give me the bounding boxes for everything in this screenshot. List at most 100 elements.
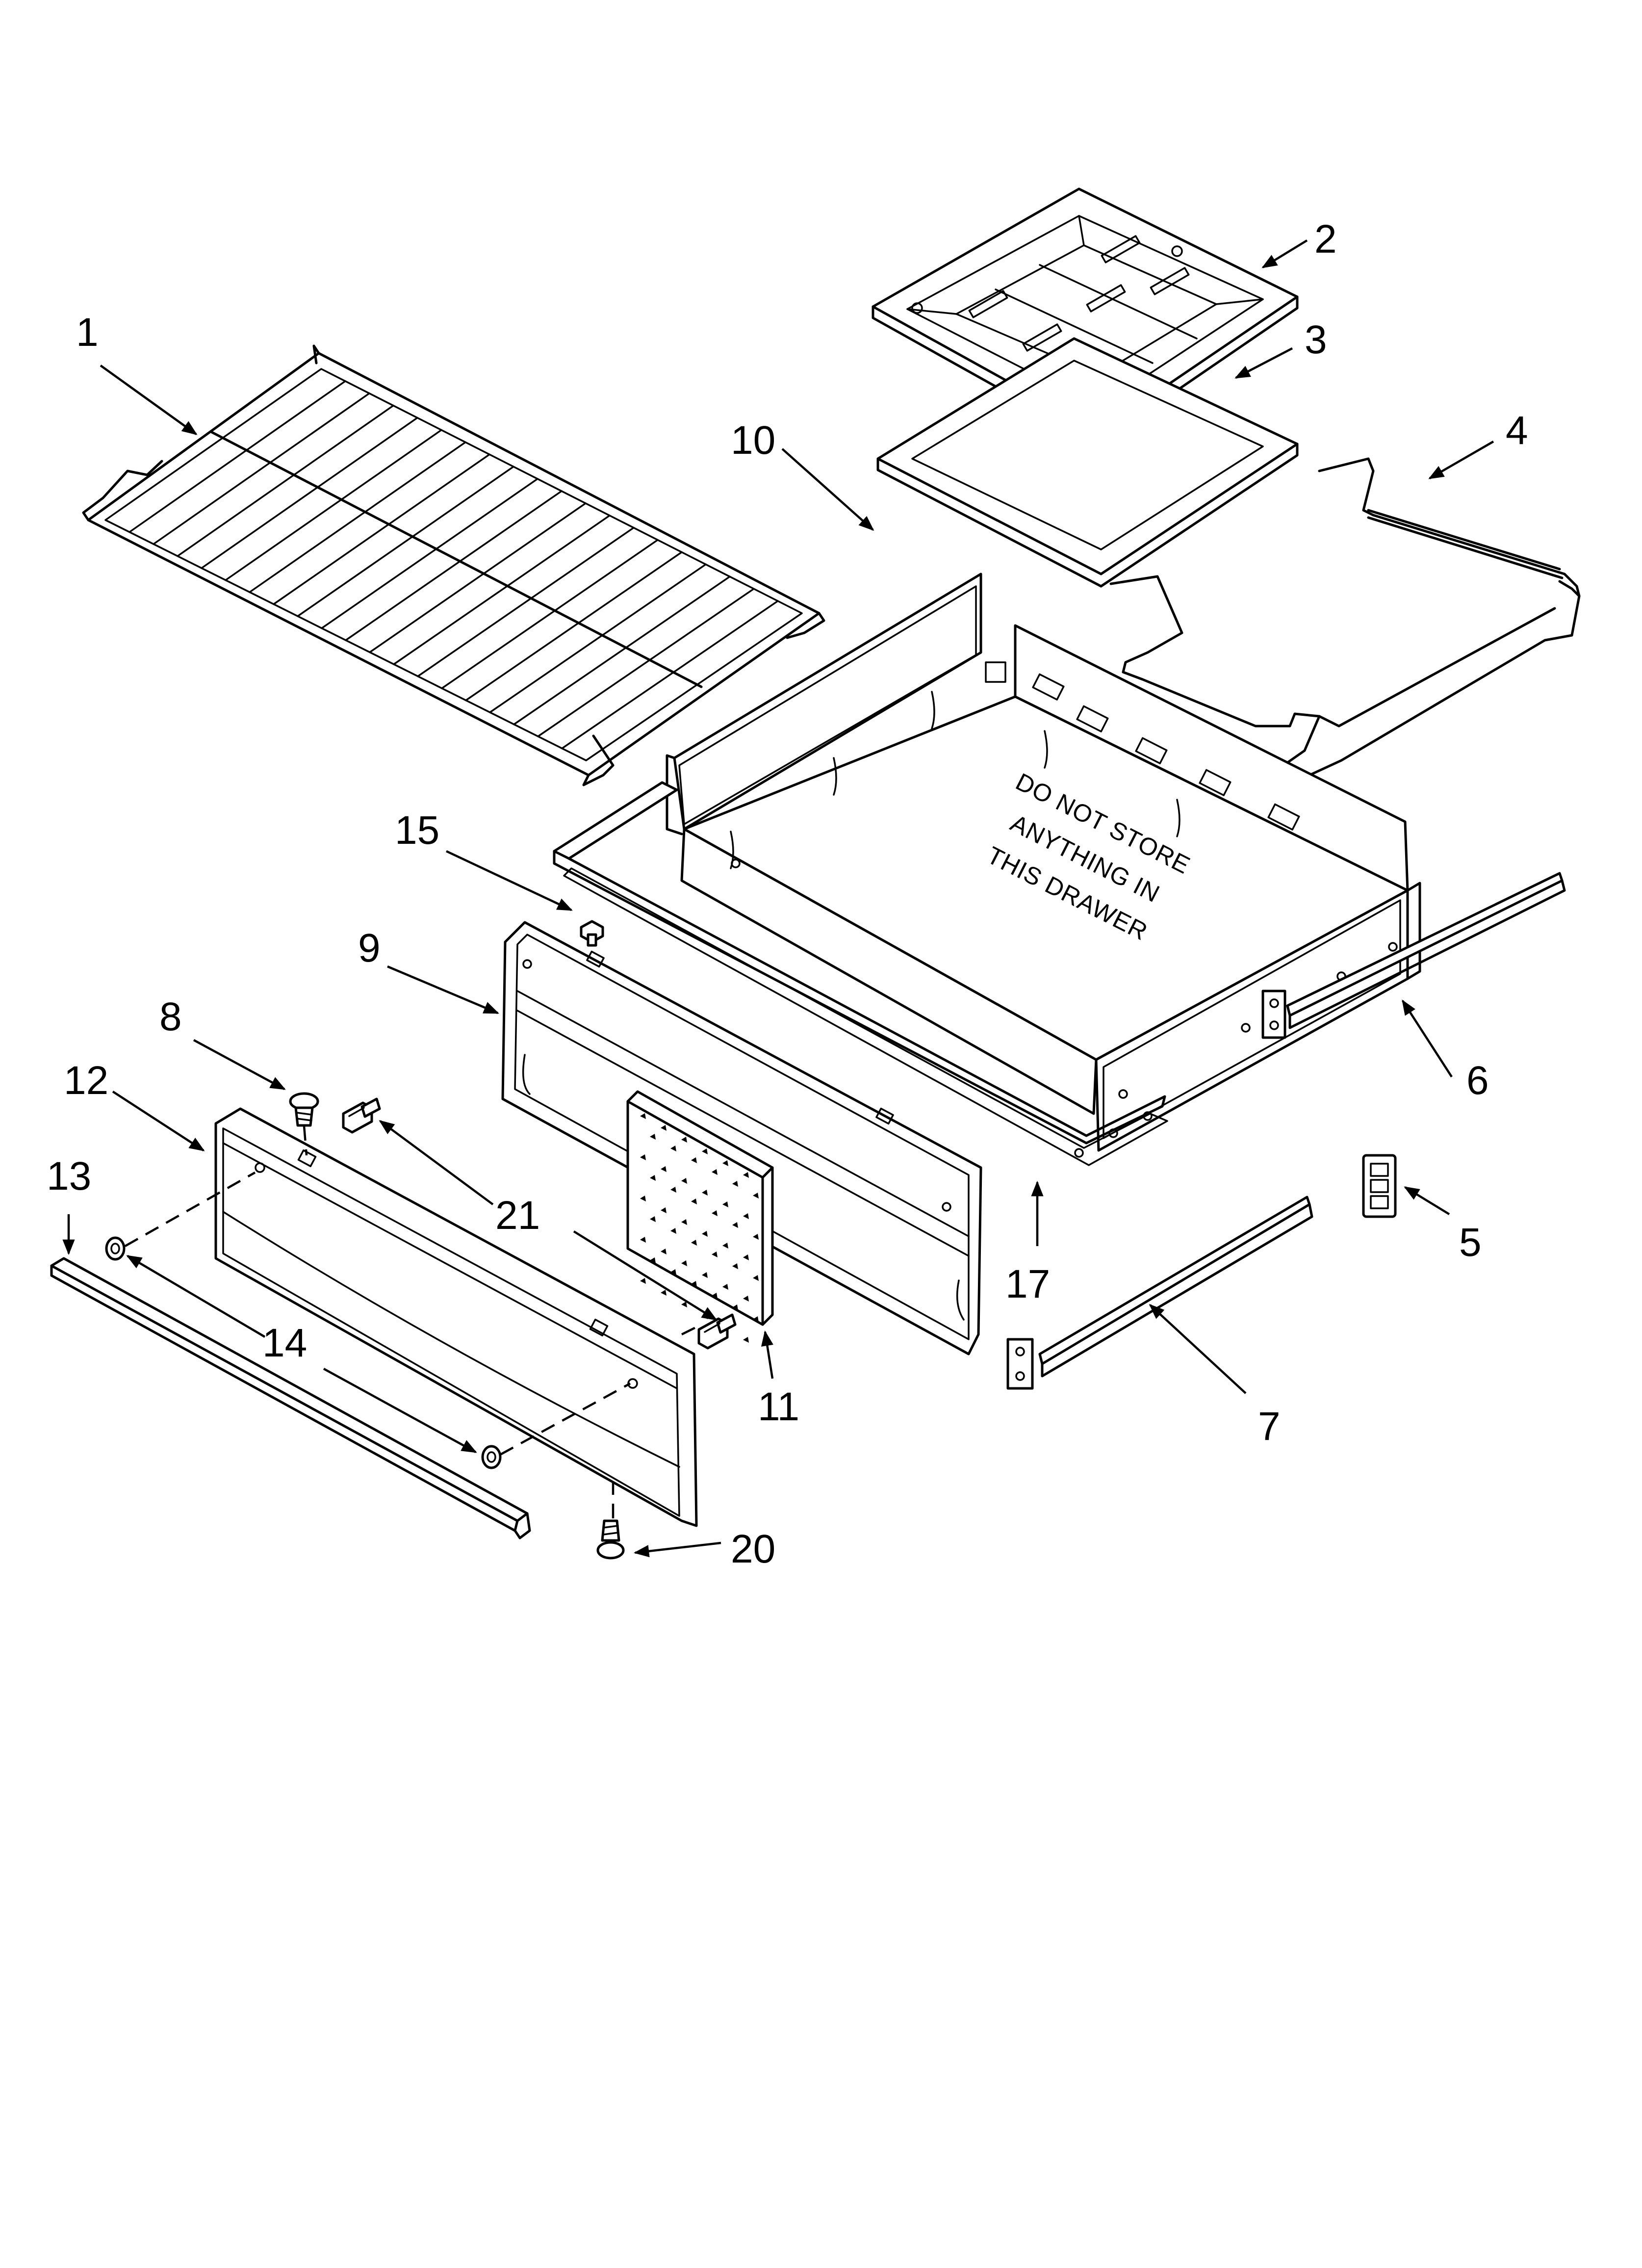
insulation-texture-mark [753,1193,759,1199]
drawer-slide-rail-part-7 [1006,1196,1313,1390]
rack-wire [489,563,707,713]
callout-3: 3 [1305,317,1327,362]
insulation-texture-mark [743,1254,749,1260]
insulation-texture-mark [743,1337,749,1343]
insulation-texture-mark [712,1293,718,1299]
bolt-part-21-lower [697,1313,737,1350]
insulation-texture-mark [681,1137,687,1143]
insulation-texture-mark [661,1125,667,1131]
callout-9: 9 [358,926,381,970]
leader-lines [62,239,1494,1558]
insulation-texture-mark [691,1157,697,1163]
callout-13: 13 [47,1154,91,1199]
insulation-texture-mark [702,1272,708,1278]
rack-wire [153,392,370,545]
insulation-texture-mark [743,1213,749,1219]
callout-11: 11 [758,1384,799,1429]
callout-15: 15 [395,808,439,853]
insulation-texture-mark [670,1187,676,1193]
insulation-texture-mark [650,1175,656,1181]
callout-8: 8 [159,994,182,1039]
callout-12: 12 [64,1058,108,1103]
insulation-texture-mark [640,1154,646,1160]
insulation-texture-mark [681,1260,687,1266]
rack-wire [441,539,659,689]
callout-14: 14 [262,1321,307,1365]
insulation-texture-mark [640,1196,646,1201]
callout-20: 20 [731,1527,775,1571]
rack-wire [177,404,394,557]
drawer-body-part-10: DO NOT STORE ANYTHING IN THIS DRAWER [666,573,1421,1152]
drawer-inner-panel-part-9 [501,921,982,1356]
callout-17: 17 [1005,1262,1050,1306]
insulation-texture-mark [712,1169,718,1175]
insulation-texture-mark [722,1284,728,1290]
insulation-texture-mark [732,1304,738,1310]
callout-1: 1 [76,310,99,355]
rack-wire [297,466,514,617]
rack-wire [561,600,779,750]
insulation-texture-mark [670,1269,676,1275]
drawer-front-part-12 [214,1107,698,1527]
bottom-trim-part-13 [50,1257,531,1539]
rack-wire [345,490,563,641]
callout-7: 7 [1258,1404,1281,1449]
screw-part-8 [289,1092,319,1127]
nut-part-14-left [105,1236,126,1261]
callout-4: 4 [1506,408,1528,453]
insulation-texture-mark [691,1281,697,1287]
drawer-frame-part-17 [553,781,1168,1166]
broiler-pan-part-3 [876,337,1299,588]
insulation-texture-mark [702,1190,708,1196]
rack-wire [225,429,442,581]
insulation-texture-mark [640,1278,646,1284]
drawer-rack-wire-part-4 [1109,457,1581,777]
insulation-texture-mark [722,1160,728,1166]
insulation-texture-mark [732,1222,738,1228]
insulation-texture-mark [753,1275,759,1281]
insulation-texture-mark [743,1296,749,1302]
rack-wire [537,588,755,737]
callout-5: 5 [1459,1220,1482,1265]
insulation-texture-mark [681,1302,687,1307]
insulation-texture-mark [691,1240,697,1246]
oven-rack-part-1 [82,344,825,786]
nut-part-14-right [481,1445,502,1469]
callout-labels: 1 2 3 4 5 6 7 8 9 10 11 12 13 14 15 17 2… [47,217,1528,1571]
insulation-texture-mark [681,1219,687,1225]
insulation-texture-mark [650,1134,656,1140]
insulation-texture-mark [661,1249,667,1254]
insulation-texture-mark [743,1172,749,1178]
assembly-lines [124,1125,697,1518]
insulation-texture-mark [640,1113,646,1119]
insulation-texture-mark [753,1316,759,1322]
rack-wire [369,502,587,653]
callout-10: 10 [731,418,775,463]
drawer-glide-part-5 [1362,1154,1397,1218]
insulation-texture-mark [691,1199,697,1204]
insulation-texture-mark [670,1146,676,1151]
insulation-texture-mark [722,1201,728,1207]
callout-21: 21 [495,1193,540,1238]
insulation-texture-mark [722,1243,728,1249]
insulation-texture-mark [753,1234,759,1240]
insulation-texture-mark [650,1257,656,1263]
insulation-texture-mark [702,1148,708,1154]
screw-part-15 [580,920,604,947]
insulation-texture-mark [661,1166,667,1172]
insulation-texture-mark [650,1216,656,1222]
drawer-slide-rail-part-6 [1261,872,1566,1039]
insulation-texture-mark [661,1290,667,1296]
rack-wire [128,380,346,533]
rack-wire [513,575,731,726]
callout-2: 2 [1314,217,1337,261]
rack-wire [465,551,683,702]
insulation-pad-part-11 [626,1090,774,1343]
insulation-texture-mark [732,1263,738,1269]
rack-wire [321,478,539,629]
insulation-texture-mark [702,1231,708,1237]
rack-wire [393,515,611,665]
rack-wire [201,417,418,569]
callout-6: 6 [1466,1058,1489,1103]
